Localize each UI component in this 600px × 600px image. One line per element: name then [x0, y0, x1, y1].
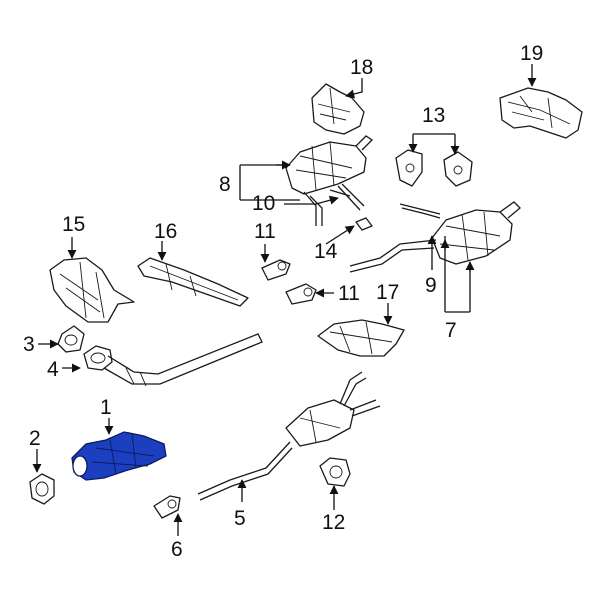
part-18-heat-shield[interactable] [311, 83, 365, 135]
part-6-clamp[interactable] [153, 495, 181, 519]
part-11-clamp-lower[interactable] [285, 283, 317, 305]
part-3-gasket[interactable] [57, 325, 85, 353]
callout-11-lower: 11 [338, 282, 360, 305]
part-7-muffler[interactable] [349, 201, 521, 273]
callout-2: 2 [29, 427, 41, 450]
part-5-intermediate-pipe[interactable] [197, 371, 381, 501]
callout-6: 6 [171, 538, 183, 561]
callout-5: 5 [234, 507, 246, 530]
part-15-heat-shield[interactable] [49, 257, 135, 323]
callout-3: 3 [23, 333, 35, 356]
part-9-bracket[interactable] [399, 203, 441, 219]
callout-17: 17 [376, 281, 399, 304]
callout-19: 19 [520, 42, 543, 65]
callout-7: 7 [445, 319, 457, 342]
part-19-heat-shield[interactable] [499, 87, 583, 139]
callout-14: 14 [314, 240, 338, 263]
callout-13: 13 [422, 104, 445, 127]
part-16-heat-shield[interactable] [137, 257, 249, 307]
callout-18: 18 [350, 56, 373, 79]
part-13-hangers[interactable] [395, 149, 473, 187]
part-1-catalytic-converter[interactable] [71, 431, 167, 481]
callout-labels: 1 2 3 4 5 6 7 8 9 10 11 11 12 13 14 15 1… [23, 42, 543, 561]
part-17-heat-shield[interactable] [317, 319, 405, 357]
callout-1: 1 [100, 396, 112, 419]
callout-11-upper: 11 [254, 220, 276, 243]
callout-12: 12 [322, 511, 345, 534]
part-11-clamp-upper[interactable] [261, 259, 291, 281]
part-12-hanger[interactable] [319, 457, 351, 487]
callout-leaders [32, 64, 537, 536]
part-14-clamp[interactable] [355, 217, 373, 231]
callout-15: 15 [62, 213, 85, 236]
part-8-muffler[interactable] [285, 135, 374, 226]
part-4-front-pipe[interactable] [83, 333, 263, 387]
callout-8: 8 [219, 173, 231, 196]
part-2-gasket[interactable] [29, 473, 55, 505]
callout-10: 10 [252, 192, 275, 215]
callout-4: 4 [47, 358, 59, 381]
part-10-pipe [329, 189, 351, 197]
callout-9: 9 [425, 274, 437, 297]
callout-16: 16 [154, 220, 177, 243]
